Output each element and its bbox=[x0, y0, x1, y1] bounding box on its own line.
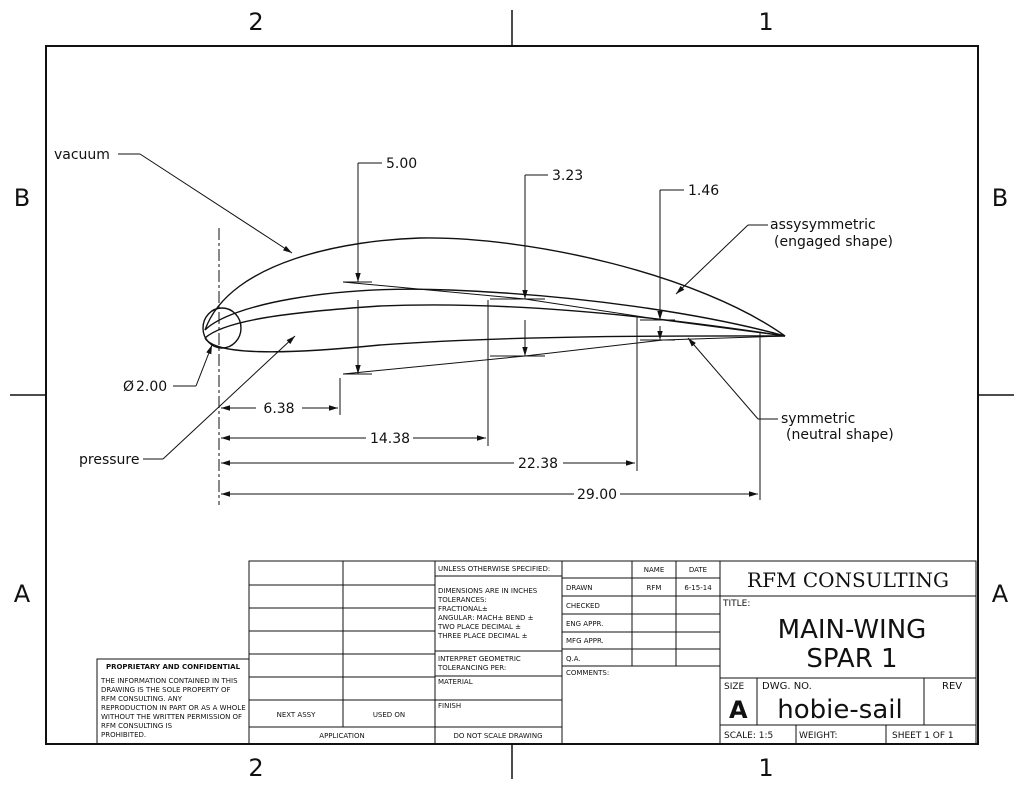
svg-text:REPRODUCTION IN PART OR AS A W: REPRODUCTION IN PART OR AS A WHOLE bbox=[101, 704, 246, 712]
svg-text:FRACTIONAL±: FRACTIONAL± bbox=[438, 605, 488, 613]
svg-text:RFM CONSULTING IS: RFM CONSULTING IS bbox=[101, 722, 173, 730]
interpret-label: INTERPRET GEOMETRIC bbox=[438, 655, 521, 663]
used-on-label: USED ON bbox=[373, 711, 405, 719]
title-block bbox=[96, 560, 977, 745]
dim-label-22-38: 22.38 bbox=[518, 456, 558, 472]
dim-thickness-1 bbox=[640, 189, 684, 341]
annotation-leaders bbox=[118, 153, 778, 460]
diameter-leader bbox=[173, 344, 213, 387]
row-drawn: DRAWN bbox=[566, 584, 593, 592]
finish-label: FINISH bbox=[438, 702, 461, 710]
row-mfg-appr: MFG APPR. bbox=[566, 637, 604, 645]
annotation-vacuum: vacuum bbox=[54, 147, 110, 163]
annotation-symmetric: symmetric bbox=[781, 411, 855, 427]
svg-text:RFM CONSULTING. ANY: RFM CONSULTING. ANY bbox=[101, 695, 183, 703]
dim-label-diameter: 2.00 bbox=[136, 379, 167, 395]
application-label: APPLICATION bbox=[319, 732, 364, 740]
row-checked: CHECKED bbox=[566, 602, 600, 610]
annotation-symmetric-sub: (neutral shape) bbox=[786, 427, 894, 443]
svg-text:ANGULAR: MACH± BEND ±: ANGULAR: MACH± BEND ± bbox=[438, 614, 534, 622]
dim-thickness-3 bbox=[490, 174, 548, 357]
dim-label-29-00: 29.00 bbox=[577, 487, 617, 503]
annotation-asymmetric: assysymmetric bbox=[770, 217, 876, 233]
dim-label-14-38: 14.38 bbox=[370, 431, 410, 447]
asymmetric-lower-curve bbox=[204, 288, 786, 337]
svg-text:PROHIBITED.: PROHIBITED. bbox=[101, 731, 146, 739]
asymmetric-upper-curve bbox=[204, 237, 786, 337]
tolerance-text: DIMENSIONS ARE IN INCHES TOLERANCES: FRA… bbox=[437, 587, 538, 640]
annotation-pressure: pressure bbox=[79, 452, 139, 468]
zone-label-right-a: A bbox=[992, 580, 1009, 608]
zone-label-right-b: B bbox=[992, 184, 1008, 212]
row-eng-appr: ENG APPR. bbox=[566, 620, 603, 628]
zone-label-bottom-2: 2 bbox=[248, 754, 263, 782]
svg-text:WITHOUT THE WRITTEN PERMISSION: WITHOUT THE WRITTEN PERMISSION OF bbox=[101, 713, 242, 721]
zone-ticks bbox=[10, 10, 1014, 779]
symmetric-lower-curve bbox=[204, 335, 786, 353]
leading-edge-circle bbox=[202, 307, 242, 349]
svg-text:DIMENSIONS ARE IN INCHES: DIMENSIONS ARE IN INCHES bbox=[438, 587, 538, 595]
dim-label-6-38: 6.38 bbox=[263, 401, 294, 417]
station-extension-lines bbox=[339, 300, 761, 500]
dim-label-3-23: 3.23 bbox=[552, 168, 583, 184]
scale-label: SCALE: 1:5 bbox=[724, 731, 773, 741]
company-name: RFM CONSULTING bbox=[747, 568, 949, 592]
row-comments: COMMENTS: bbox=[566, 669, 609, 677]
dim-label-5-00: 5.00 bbox=[386, 156, 417, 172]
drawn-date: 6-15-14 bbox=[684, 584, 712, 592]
unless-specified-label: UNLESS OTHERWISE SPECIFIED: bbox=[438, 565, 550, 573]
drawn-name: RFM bbox=[647, 584, 662, 592]
svg-text:TOLERANCES:: TOLERANCES: bbox=[437, 596, 487, 604]
row-qa: Q.A. bbox=[566, 655, 581, 663]
dim-label-1-46: 1.46 bbox=[688, 183, 719, 199]
zone-label-left-b: B bbox=[14, 184, 30, 212]
svg-text:THREE PLACE DECIMAL ±: THREE PLACE DECIMAL ± bbox=[437, 632, 528, 640]
svg-text:TWO PLACE DECIMAL ±: TWO PLACE DECIMAL ± bbox=[437, 623, 521, 631]
station-dimension-lines bbox=[221, 405, 758, 497]
proprietary-text: THE INFORMATION CONTAINED IN THIS DRAWIN… bbox=[100, 677, 246, 739]
interpret-label-2: TOLERANCING PER: bbox=[437, 664, 506, 672]
airfoil-profiles bbox=[202, 237, 786, 353]
next-assy-label: NEXT ASSY bbox=[277, 711, 317, 719]
do-not-scale-label: DO NOT SCALE DRAWING bbox=[453, 732, 542, 740]
sheet-label: SHEET 1 OF 1 bbox=[892, 731, 954, 741]
title-label: TITLE: bbox=[722, 599, 750, 609]
size-label: SIZE bbox=[724, 682, 745, 692]
zone-label-top-2: 2 bbox=[248, 8, 263, 36]
weight-label: WEIGHT: bbox=[799, 731, 838, 741]
size-value: A bbox=[729, 696, 748, 724]
thickness-lines bbox=[342, 281, 786, 375]
zone-label-left-a: A bbox=[14, 580, 31, 608]
drawing-title-line-1: MAIN-WING bbox=[778, 615, 927, 645]
dwg-number: hobie-sail bbox=[777, 695, 902, 725]
material-label: MATERIAL bbox=[438, 678, 473, 686]
col-date-header: DATE bbox=[689, 566, 707, 574]
rev-label: REV bbox=[942, 681, 962, 692]
dwg-no-label: DWG. NO. bbox=[762, 681, 812, 692]
dim-thickness-5 bbox=[343, 162, 382, 375]
col-name-header: NAME bbox=[644, 566, 665, 574]
symmetric-upper-curve bbox=[204, 304, 786, 339]
zone-label-bottom-1: 1 bbox=[758, 754, 773, 782]
drawing-title-line-2: SPAR 1 bbox=[806, 644, 897, 674]
proprietary-heading: PROPRIETARY AND CONFIDENTIAL bbox=[106, 663, 241, 671]
annotation-asymmetric-sub: (engaged shape) bbox=[774, 234, 893, 250]
zone-label-top-1: 1 bbox=[758, 8, 773, 36]
dim-label-diameter-symbol: Ø bbox=[123, 379, 134, 395]
svg-text:DRAWING IS THE SOLE PROPERTY O: DRAWING IS THE SOLE PROPERTY OF bbox=[101, 686, 231, 694]
svg-text:THE INFORMATION CONTAINED IN T: THE INFORMATION CONTAINED IN THIS bbox=[100, 677, 238, 685]
